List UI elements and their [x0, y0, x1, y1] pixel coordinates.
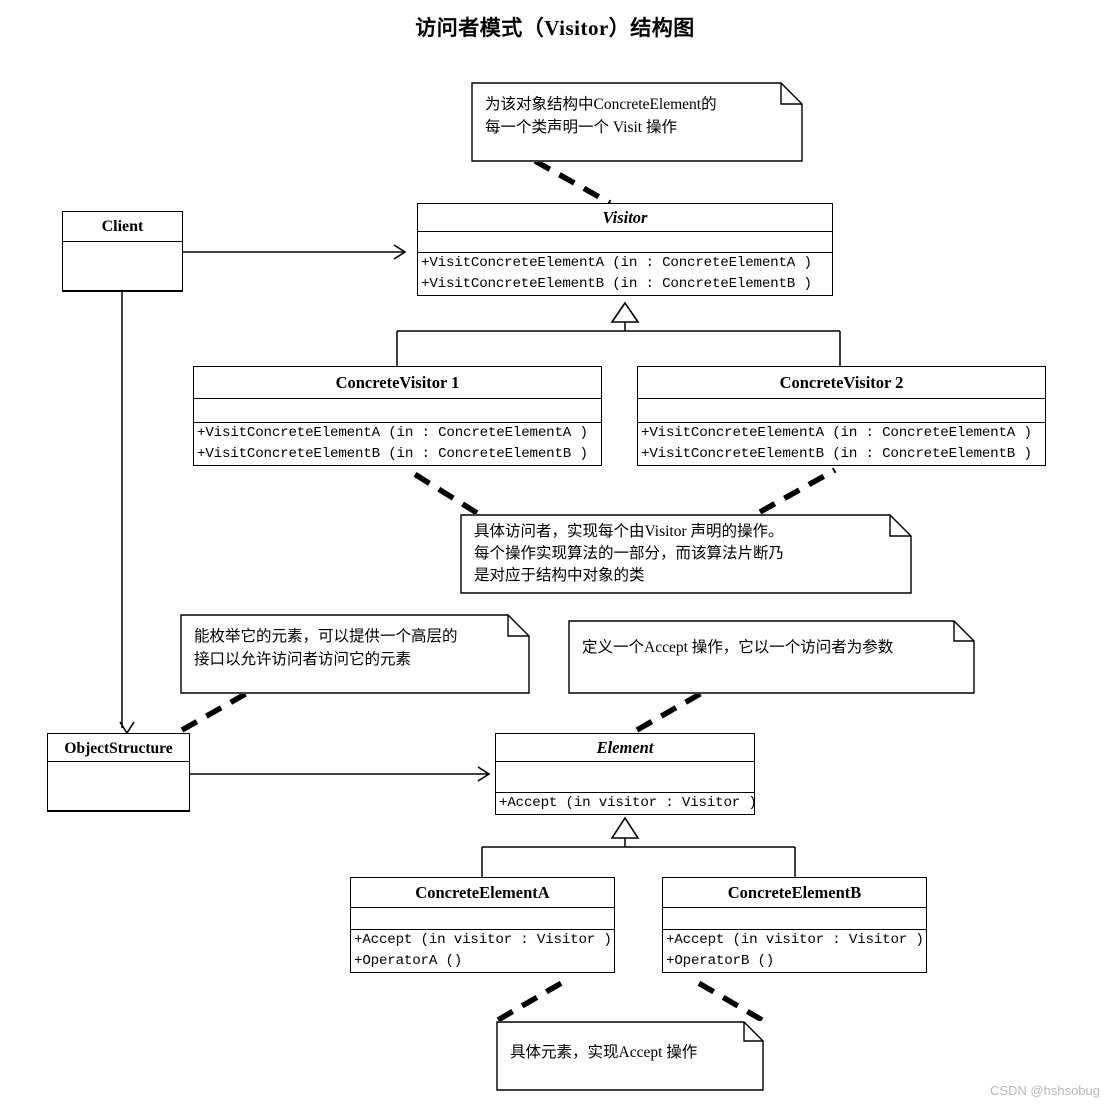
- note-object-structure: 能枚举它的元素，可以提供一个高层的 接口以允许访问者访问它的元素: [180, 614, 530, 694]
- operation-row: +Accept (in visitor : Visitor ): [354, 931, 612, 948]
- class-object-structure[interactable]: ObjectStructure: [47, 733, 190, 812]
- class-concrete-element-a[interactable]: ConcreteElementA +Accept (in visitor : V…: [350, 877, 615, 973]
- note-concrete-visitor-text: 具体访问者，实现每个由Visitor 声明的操作。 每个操作实现算法的一部分，而…: [474, 523, 785, 584]
- anchor-objectstructure-note: [180, 685, 258, 733]
- anchor-ceb-note: [688, 975, 764, 1023]
- class-element-operations: +Accept (in visitor : Visitor ): [496, 793, 757, 814]
- relation-element-generalization: [481, 816, 796, 878]
- class-concrete-element-b-attributes: [663, 908, 926, 930]
- operation-row: +VisitConcreteElementB (in : ConcreteEle…: [421, 275, 812, 292]
- note-shape-icon: [471, 82, 803, 162]
- page-title: 访问者模式（Visitor）结构图: [415, 16, 695, 40]
- anchor-element-note: [635, 687, 709, 733]
- class-client-attributes: [63, 242, 182, 291]
- class-concrete-visitor-2-name: ConcreteVisitor 2: [638, 367, 1045, 399]
- operation-row: +VisitConcreteElementA (in : ConcreteEle…: [197, 424, 588, 441]
- note-concrete-element: 具体元素，实现Accept 操作: [496, 1021, 764, 1091]
- class-concrete-element-a-attributes: [351, 908, 614, 930]
- class-concrete-visitor-1-name: ConcreteVisitor 1: [194, 367, 601, 399]
- class-client-name: Client: [63, 212, 182, 242]
- note-visitor-text: 为该对象结构中ConcreteElement的 每一个类声明一个 Visit 操…: [485, 96, 717, 137]
- class-object-structure-attributes: [48, 762, 189, 811]
- watermark: CSDN @hshsobug: [989, 1083, 1100, 1098]
- class-visitor[interactable]: Visitor +VisitConcreteElementA (in : Con…: [417, 203, 833, 296]
- class-element-attributes: [496, 762, 754, 793]
- class-visitor-attributes: [418, 232, 832, 253]
- operation-row: +VisitConcreteElementB (in : ConcreteEle…: [197, 445, 588, 462]
- class-concrete-visitor-1-attributes: [194, 399, 601, 423]
- class-concrete-element-b[interactable]: ConcreteElementB +Accept (in visitor : V…: [662, 877, 927, 973]
- anchor-visitor-note: [533, 158, 612, 206]
- note-element-text: 定义一个Accept 操作，它以一个访问者为参数: [582, 639, 894, 656]
- operation-row: +VisitConcreteElementB (in : ConcreteEle…: [641, 445, 1032, 462]
- operation-row: +OperatorB (): [666, 952, 775, 969]
- note-shape-icon: [568, 620, 975, 694]
- operation-row: +Accept (in visitor : Visitor ): [499, 794, 757, 811]
- note-shape-icon: [496, 1021, 764, 1091]
- note-visitor: 为该对象结构中ConcreteElement的 每一个类声明一个 Visit 操…: [471, 82, 803, 162]
- class-concrete-visitor-2[interactable]: ConcreteVisitor 2 +VisitConcreteElementA…: [637, 366, 1046, 466]
- class-element-name: Element: [496, 734, 754, 762]
- class-concrete-element-b-operations: +Accept (in visitor : Visitor ) +Operato…: [663, 930, 926, 972]
- operation-row: +VisitConcreteElementA (in : ConcreteEle…: [421, 254, 812, 271]
- anchor-cv1-note: [406, 467, 479, 516]
- note-concrete-visitor: 具体访问者，实现每个由Visitor 声明的操作。 每个操作实现算法的一部分，而…: [460, 514, 912, 594]
- note-shape-icon: [460, 514, 912, 594]
- class-concrete-visitor-1[interactable]: ConcreteVisitor 1 +VisitConcreteElementA…: [193, 366, 602, 466]
- class-concrete-visitor-2-operations: +VisitConcreteElementA (in : ConcreteEle…: [638, 423, 1045, 465]
- operation-row: +VisitConcreteElementA (in : ConcreteEle…: [641, 424, 1032, 441]
- class-visitor-operations: +VisitConcreteElementA (in : ConcreteEle…: [418, 253, 832, 295]
- note-concrete-element-text: 具体元素，实现Accept 操作: [510, 1044, 698, 1061]
- anchor-cv2-note: [758, 467, 837, 515]
- relation-visitor-generalization: [396, 301, 841, 366]
- anchor-cea-note: [496, 975, 572, 1023]
- class-client[interactable]: Client: [62, 211, 183, 292]
- operation-row: +OperatorA (): [354, 952, 463, 969]
- class-concrete-element-b-name: ConcreteElementB: [663, 878, 926, 908]
- class-element[interactable]: Element +Accept (in visitor : Visitor ): [495, 733, 757, 815]
- class-concrete-visitor-2-attributes: [638, 399, 1045, 423]
- class-concrete-visitor-1-operations: +VisitConcreteElementA (in : ConcreteEle…: [194, 423, 601, 465]
- note-element: 定义一个Accept 操作，它以一个访问者为参数: [568, 620, 975, 694]
- note-shape-icon: [180, 614, 530, 694]
- class-object-structure-name: ObjectStructure: [48, 734, 189, 762]
- class-concrete-element-a-operations: +Accept (in visitor : Visitor ) +Operato…: [351, 930, 614, 972]
- class-concrete-element-a-name: ConcreteElementA: [351, 878, 614, 908]
- operation-row: +Accept (in visitor : Visitor ): [666, 931, 924, 948]
- class-visitor-name: Visitor: [418, 204, 832, 232]
- note-object-structure-text: 能枚举它的元素，可以提供一个高层的 接口以允许访问者访问它的元素: [194, 628, 458, 669]
